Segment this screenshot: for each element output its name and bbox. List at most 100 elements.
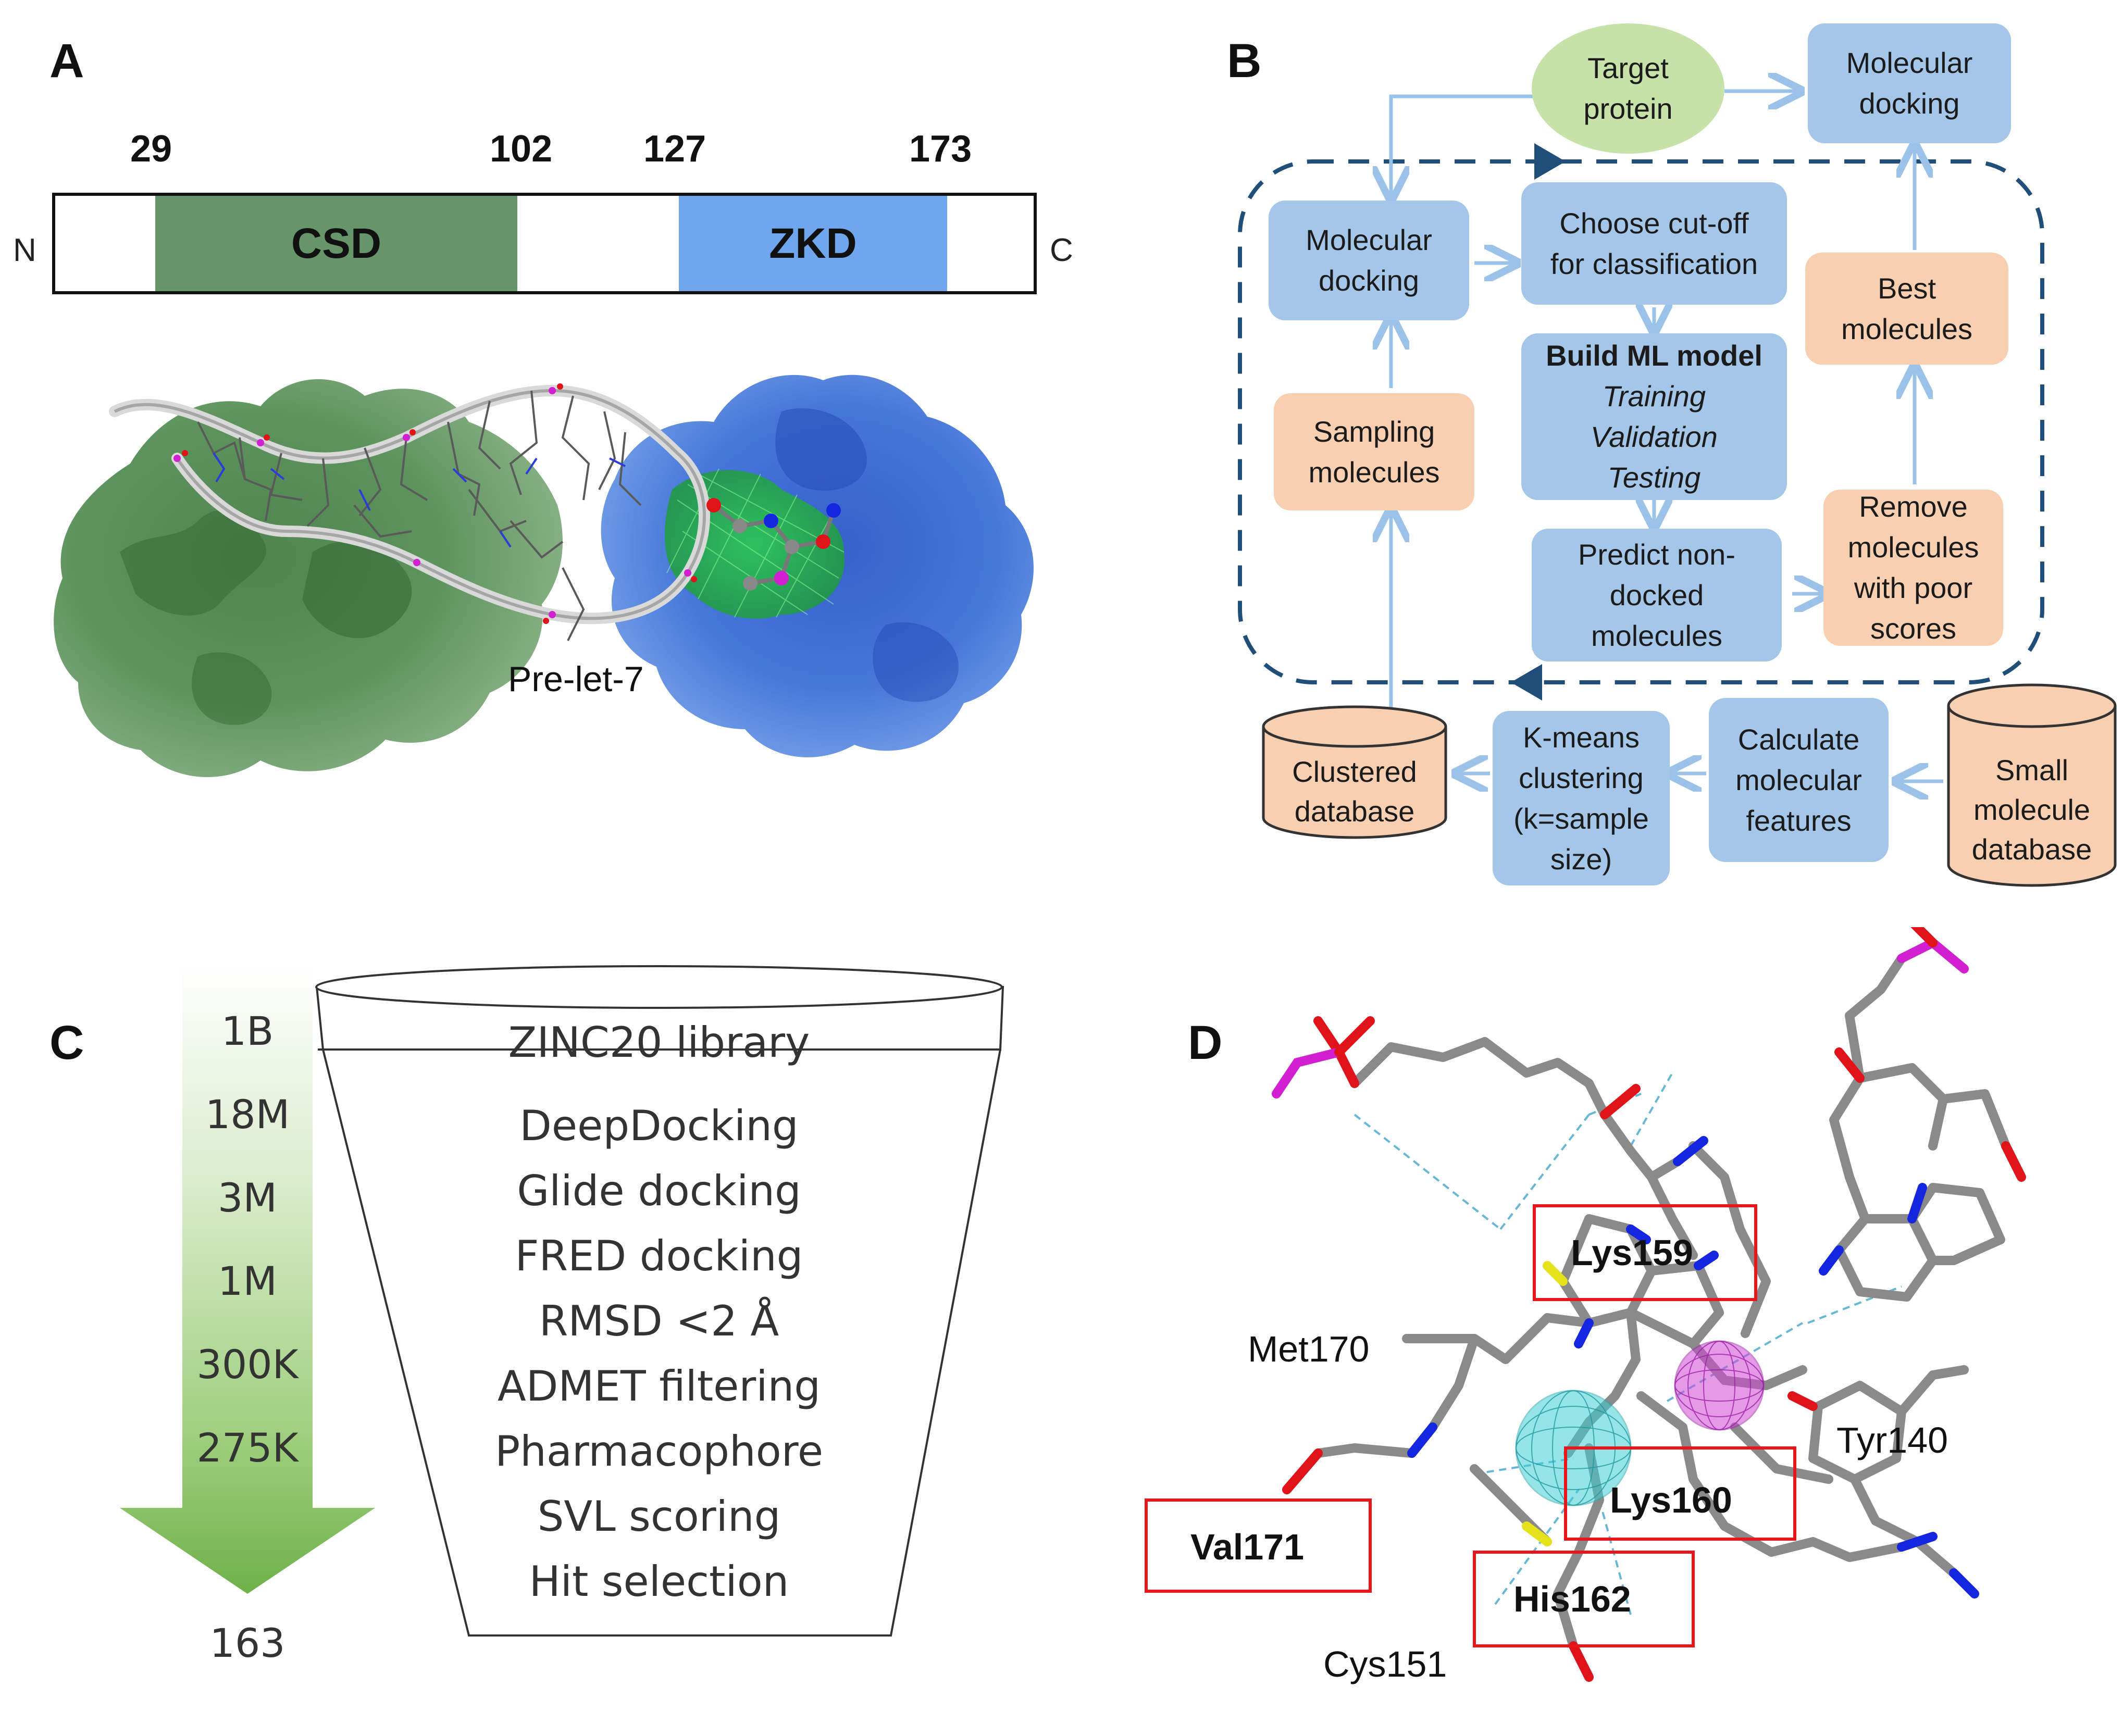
lys160-label: Lys160	[1610, 1480, 1732, 1520]
loop-arrow-bottom	[1511, 664, 1542, 701]
kmeans-line4: size)	[1550, 842, 1612, 876]
residue-127-label: 127	[643, 128, 706, 170]
molecular-docking-final-box: Molecular docking	[1808, 23, 2011, 143]
choose-cutoff-line1: Choose cut-off	[1559, 206, 1749, 240]
panel-c-label: C	[49, 1016, 84, 1069]
clustered-line2: database	[1294, 795, 1415, 828]
step-admet: ADMET filtering	[498, 1362, 821, 1410]
build-ml-testing: Testing	[1607, 461, 1701, 494]
predict-line2: docked	[1609, 578, 1704, 611]
count-1m: 1M	[218, 1258, 277, 1304]
count-300k: 300K	[196, 1341, 299, 1388]
predict-line1: Predict non-	[1578, 538, 1735, 571]
build-ml-validation: Validation	[1591, 420, 1718, 453]
sampling-line1: Sampling	[1313, 415, 1435, 448]
small-db-line3: database	[1971, 833, 2092, 866]
c-terminus-label: C	[1050, 232, 1073, 268]
val171-label: Val171	[1190, 1527, 1304, 1567]
molecular-docking-loop-box: Molecular docking	[1269, 201, 1469, 320]
molecular-docking-final-line1: Molecular	[1846, 46, 1973, 79]
step-fred: FRED docking	[515, 1232, 803, 1280]
count-final: 163	[209, 1620, 285, 1666]
count-1b: 1B	[221, 1008, 274, 1054]
count-18m: 18M	[205, 1091, 290, 1138]
count-275k: 275K	[196, 1425, 299, 1471]
small-db-line1: Small	[1995, 754, 2069, 786]
pre-let-7-label: Pre-let-7	[508, 659, 644, 699]
target-protein-line2: protein	[1583, 92, 1673, 125]
calculate-line2: molecular	[1735, 763, 1862, 796]
zkd-domain: ZKD	[679, 196, 947, 291]
step-pharmacophore: Pharmacophore	[494, 1427, 824, 1476]
val171-box	[1145, 1498, 1372, 1593]
small-molecule-database-cylinder	[1947, 683, 2117, 887]
choose-cutoff-box: Choose cut-off for classification	[1521, 182, 1787, 305]
panel-a-label: A	[49, 34, 84, 88]
molecular-docking-loop-line1: Molecular	[1306, 223, 1432, 256]
funnel-down-arrow	[120, 964, 375, 1594]
remove-line3: with poor	[1854, 571, 1973, 604]
protein-structure-image	[54, 374, 1034, 778]
loop-arrow-top	[1534, 143, 1566, 180]
funnel-graphic	[120, 964, 1004, 1637]
step-deepdocking: DeepDocking	[519, 1102, 799, 1150]
small-molecule-database-label: Small molecule database	[1948, 740, 2115, 880]
build-ml-training: Training	[1602, 380, 1706, 413]
residue-173-label: 173	[909, 128, 972, 170]
build-ml-model-title: Build ML model	[1546, 339, 1762, 372]
best-line2: molecules	[1841, 312, 1973, 345]
funnel-rim	[315, 965, 1003, 1009]
kmeans-line2: clustering	[1519, 761, 1644, 794]
n-terminus-label: N	[13, 232, 36, 268]
step-rmsd: RMSD <2 Å	[539, 1297, 779, 1345]
kmeans-line3: (k=sample	[1513, 802, 1649, 835]
remove-line1: Remove	[1859, 490, 1968, 523]
best-line1: Best	[1877, 271, 1936, 305]
predict-line3: molecules	[1591, 619, 1723, 652]
lys159-box	[1533, 1204, 1757, 1301]
clustered-line1: Clustered	[1292, 755, 1417, 788]
calculate-line3: features	[1746, 804, 1852, 837]
small-db-line2: molecule	[1973, 793, 2091, 826]
sampling-line2: molecules	[1308, 455, 1440, 489]
his162-box	[1473, 1551, 1695, 1647]
count-3m: 3M	[218, 1175, 277, 1221]
workflow-connectors	[1238, 0, 2117, 887]
lys160-box	[1564, 1446, 1796, 1541]
kmeans-box: K-means clustering (k=sample size)	[1493, 711, 1670, 885]
iteration-loop	[1238, 159, 2044, 684]
residue-102-label: 102	[490, 128, 553, 170]
best-molecules-box: Best molecules	[1805, 253, 2008, 365]
molecular-docking-final-line2: docking	[1859, 87, 1960, 120]
magenta-pharmacophore-sphere	[1674, 1340, 1765, 1431]
sampling-molecules-box: Sampling molecules	[1274, 393, 1474, 510]
clustered-database-label: Clustered database	[1263, 745, 1446, 839]
step-svl: SVL scoring	[537, 1492, 781, 1541]
panel-b-label: B	[1227, 34, 1262, 88]
tyr140-label: Tyr140	[1836, 1420, 1948, 1460]
library-label: ZINC20 library	[508, 1018, 810, 1067]
kmeans-line1: K-means	[1522, 720, 1640, 754]
lys159-label: Lys159	[1571, 1232, 1693, 1273]
calculate-line1: Calculate	[1737, 722, 1860, 756]
cys151-label: Cys151	[1323, 1644, 1447, 1684]
remove-molecules-box: Remove molecules with poor scores	[1823, 490, 2003, 646]
calculate-features-box: Calculate molecular features	[1709, 698, 1889, 862]
molecular-docking-loop-line2: docking	[1318, 264, 1420, 297]
met170-label: Met170	[1248, 1329, 1370, 1369]
step-glide: Glide docking	[517, 1167, 801, 1215]
step-hit-selection: Hit selection	[529, 1557, 789, 1606]
predict-box: Predict non- docked molecules	[1532, 529, 1782, 661]
binding-site-structure	[1145, 927, 2026, 1682]
csd-domain: CSD	[155, 196, 517, 291]
remove-line4: scores	[1870, 612, 1956, 645]
choose-cutoff-line2: for classification	[1550, 247, 1758, 280]
his162-label: His162	[1513, 1579, 1631, 1619]
target-protein-line1: Target	[1587, 52, 1669, 84]
panel-d-label: D	[1188, 1016, 1223, 1069]
target-protein-node: Target protein	[1532, 23, 1724, 154]
remove-line2: molecules	[1847, 531, 1979, 564]
build-ml-model-box: Build ML model Training Validation Testi…	[1521, 333, 1787, 500]
clustered-database-cylinder	[1262, 705, 1447, 839]
residue-29-label: 29	[130, 128, 172, 170]
